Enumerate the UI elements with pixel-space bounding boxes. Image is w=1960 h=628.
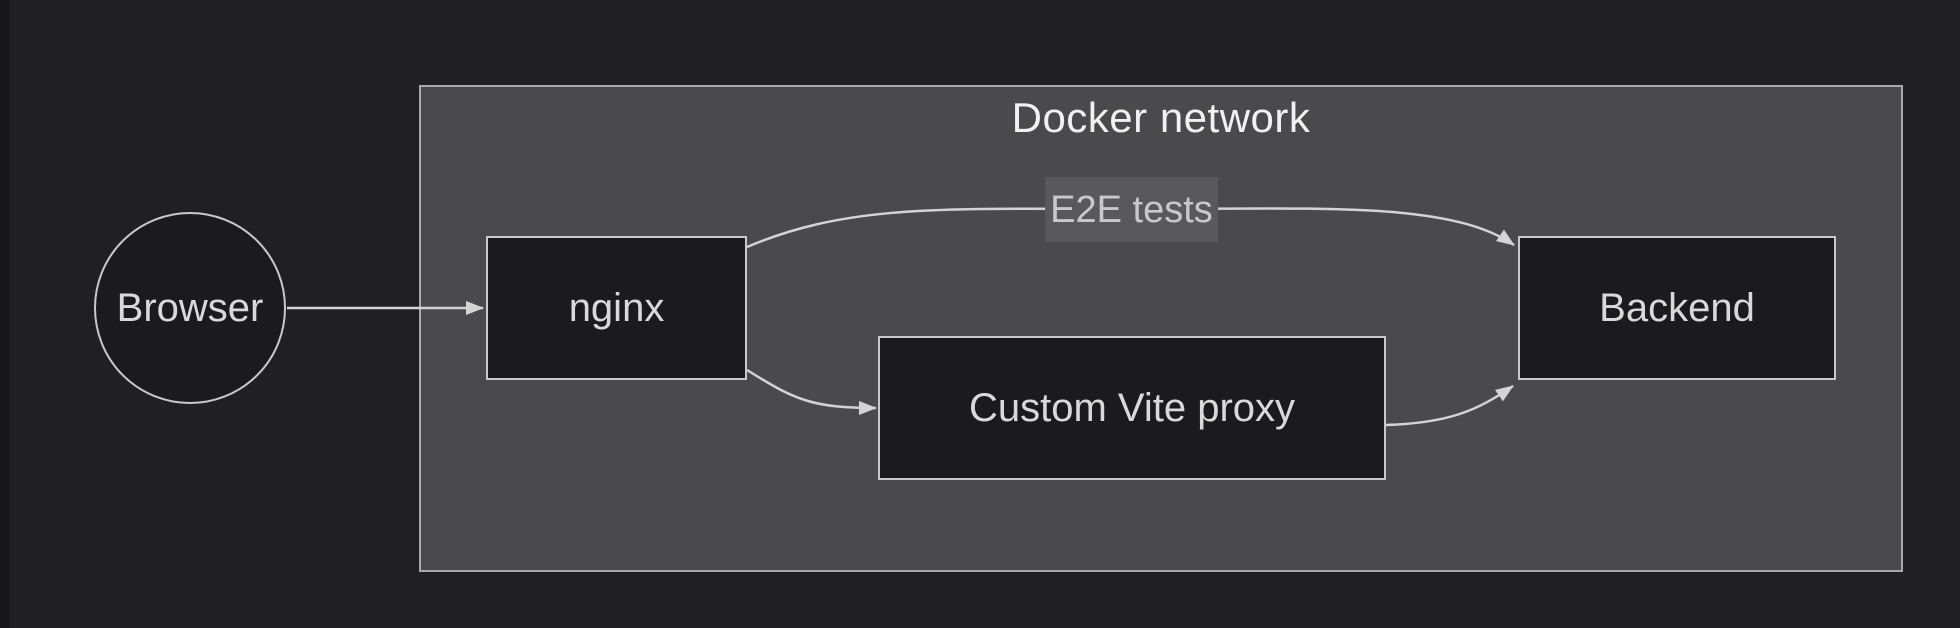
node-nginx: nginx [486,236,747,380]
node-nginx-label: nginx [568,286,665,330]
node-backend: Backend [1518,236,1836,380]
window-edge-strip [0,0,9,628]
docker-network-title: Docker network [1011,94,1311,141]
node-backend-label: Backend [1599,286,1755,330]
node-vite-proxy: Custom Vite proxy [878,336,1386,480]
node-vite-proxy-label: Custom Vite proxy [968,386,1296,430]
node-browser-label: Browser [116,286,264,330]
edge-label-e2e-tests: E2E tests [1045,177,1218,242]
node-browser: Browser [94,212,286,404]
